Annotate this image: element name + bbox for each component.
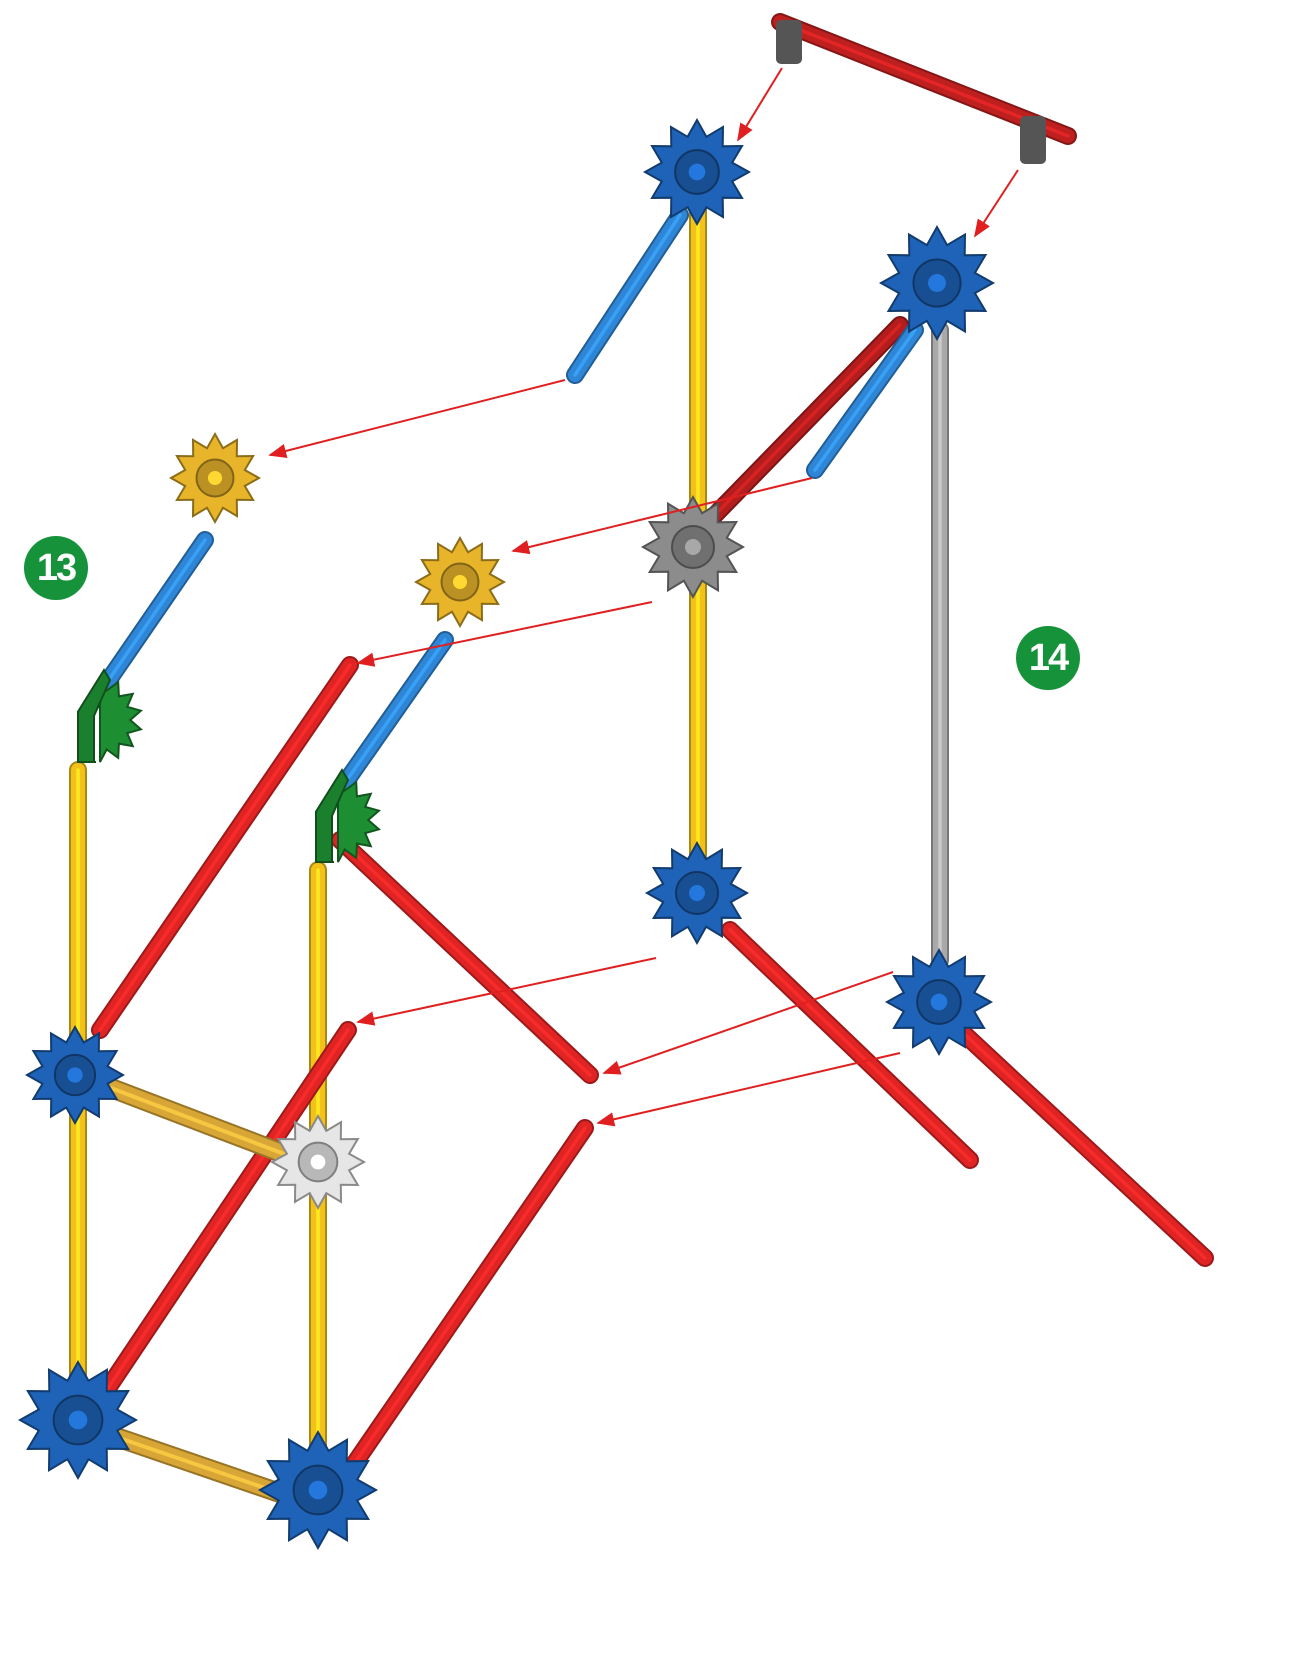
green-connector-left [77, 668, 143, 763]
white-connector-center [269, 1113, 367, 1211]
blue-connector-rear-lower [644, 840, 750, 946]
yellow-connector-inner [413, 535, 507, 629]
red-rod-front-lower [341, 1119, 594, 1479]
arrow-crossbar-to-blue-left [737, 67, 783, 142]
dark-red-rod-diagonal [701, 316, 909, 529]
green-connector-inner [315, 768, 381, 863]
arrow-blue-rod-to-yellow-left [268, 379, 566, 458]
gray-connector-rear-middle [640, 494, 746, 600]
red-rod-rear-leg [721, 921, 979, 1169]
step-13-badge: 13 [24, 536, 88, 600]
blue-connector-left-middle [24, 1024, 126, 1126]
step-14-badge: 14 [1016, 626, 1080, 690]
yellow-connector-left [168, 431, 262, 525]
blue-rod-top-right [806, 321, 924, 479]
red-rod-left-lower [91, 1021, 357, 1409]
blue-connector-rear-right [884, 947, 994, 1057]
blue-rod-left [86, 531, 214, 709]
step-14-number: 14 [1028, 636, 1069, 679]
arrows-layer [268, 67, 1019, 1127]
arrow-blue-rod-to-yellow-inner [511, 477, 813, 555]
arrow-right-to-red-front-upper [602, 971, 894, 1075]
blue-connector-top-right [878, 224, 996, 342]
blue-connector-bottom-right [257, 1429, 379, 1551]
red-rod-left-upper [91, 656, 359, 1039]
red-rod-top-crossbar [771, 13, 1077, 145]
gold-rod-middle [80, 1070, 310, 1170]
arrow-blue-lower-to-red [356, 957, 657, 1026]
blue-connector-top-left [642, 117, 752, 227]
step-13-number: 13 [36, 546, 77, 589]
arrow-crossbar-to-blue-right [974, 169, 1019, 238]
blue-connector-bottom-left [17, 1359, 139, 1481]
blue-rod-top-left [566, 206, 689, 384]
gray-end-connectors-crossbar [776, 20, 1046, 164]
blue-rod-inner [331, 631, 454, 799]
rods-layer [69, 13, 1214, 1510]
red-rod-rear-leg-right [951, 1021, 1214, 1267]
arrow-right-to-red-front-lower [596, 1052, 901, 1127]
arrow-gray-to-red-top [356, 601, 653, 667]
red-rod-front-upper [331, 831, 599, 1084]
connectors-layer [17, 20, 1046, 1551]
